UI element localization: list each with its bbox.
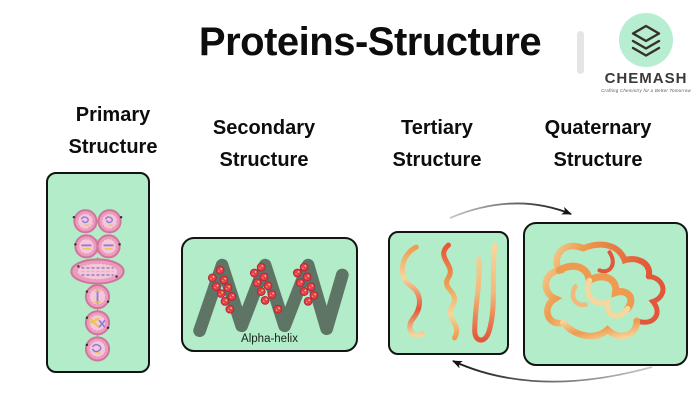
panel-primary-structure — [46, 172, 150, 373]
header-line: Primary — [75, 104, 151, 126]
alpha-helix-label: Alpha-helix — [241, 333, 298, 345]
page-title: Proteins-Structure — [198, 20, 542, 64]
header-quaternary-structure: Quaternary Structure — [508, 112, 688, 176]
logo-tagline: Crafting Chemistry for a Better Tomorrow — [601, 88, 691, 93]
logo-wordmark: CHEMASH — [604, 70, 688, 87]
cycle-arrow-top — [449, 202, 572, 219]
header-line: Secondary — [212, 117, 316, 139]
header-secondary-structure: Secondary Structure — [174, 112, 354, 176]
header-line: Structure — [219, 149, 309, 171]
header-tertiary-structure: Tertiary Structure — [347, 112, 527, 176]
header-primary-structure: Primary Structure — [23, 99, 203, 163]
layers-stack-icon — [618, 12, 674, 68]
tertiary-ribbon-illustration — [400, 242, 498, 343]
panel-quaternary-structure — [523, 222, 688, 366]
amino-acid-chain-illustration — [70, 209, 125, 362]
quaternary-protein-illustration — [542, 241, 666, 340]
header-line: Structure — [68, 136, 158, 158]
alpha-helix-illustration — [193, 258, 349, 338]
header-line: Structure — [392, 149, 482, 171]
panel-tertiary-structure — [388, 231, 509, 355]
header-line: Structure — [553, 149, 643, 171]
title-logo-divider — [577, 31, 584, 74]
panel-secondary-structure: Alpha-helix — [181, 237, 358, 352]
header-line: Tertiary — [401, 117, 473, 139]
header-line: Quaternary — [544, 117, 652, 139]
chemash-logo: CHEMASH Crafting Chemistry for a Better … — [599, 12, 693, 93]
